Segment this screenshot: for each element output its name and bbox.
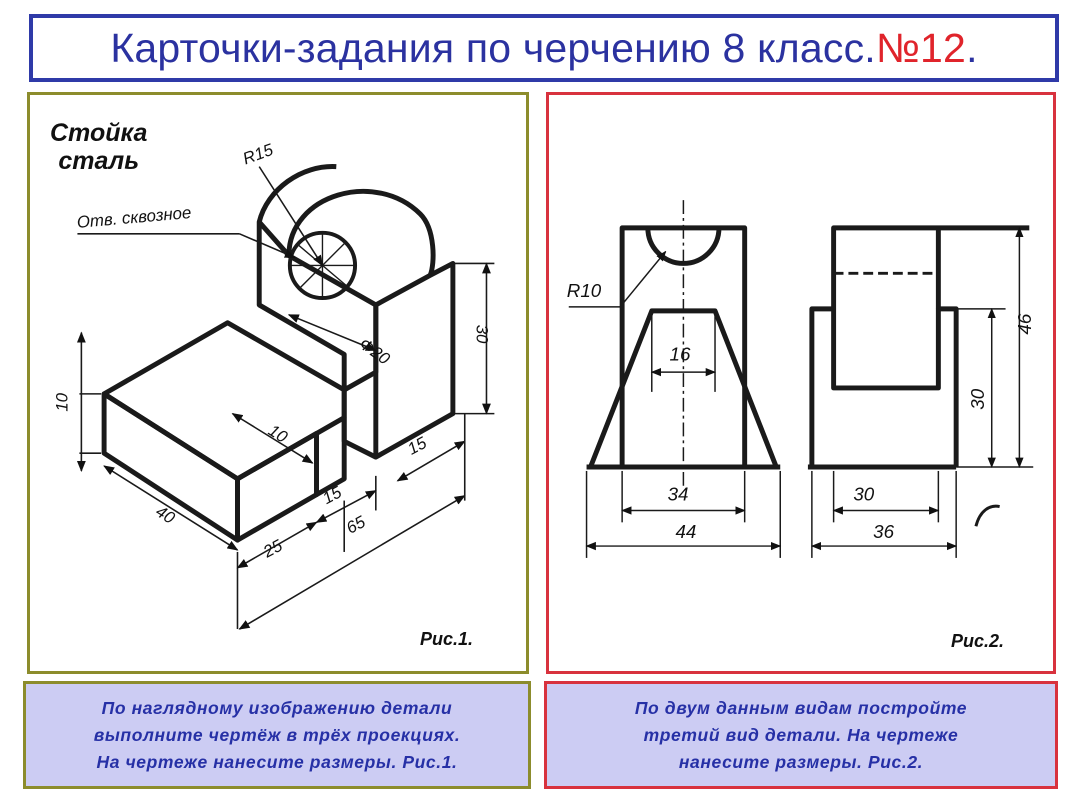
dim-16-label: 16 — [670, 343, 691, 364]
slot-10-label: 10 — [265, 421, 291, 447]
dim-36-label: 36 — [873, 521, 894, 542]
upright-side-face — [373, 260, 456, 460]
part-name-line1: Стойка — [50, 119, 148, 147]
isometric-drawing: R15 Отв. сквозное Φ20 30 10 10 15 15 40 … — [53, 140, 495, 630]
part-name-line2: сталь — [58, 147, 140, 175]
radius-10-label: R10 — [567, 280, 602, 301]
width-15-mid-label: 15 — [319, 482, 345, 508]
hole-note-label: Отв. сквозное — [76, 203, 192, 232]
figure-2-label: Рис.2. — [951, 631, 1005, 651]
side-view — [807, 225, 1030, 470]
dim-30-vertical-label: 30 — [967, 388, 988, 409]
base-right-face — [235, 430, 320, 543]
upright-lower-edge — [341, 389, 377, 460]
radius-label: R15 — [240, 140, 276, 169]
slot-outline — [314, 417, 347, 498]
card-number: №12 — [875, 24, 967, 71]
figure-1-label: Рис.1. — [420, 629, 474, 649]
title-banner: Карточки-задания по черчению 8 класс.№12… — [29, 14, 1059, 82]
figure-2-panel: R10 16 34 44 30 36 46 30 Рис.2. — [546, 92, 1056, 674]
dim-34-label: 34 — [668, 484, 689, 505]
orthographic-drawing: R10 16 34 44 30 36 46 30 — [567, 200, 1035, 558]
length-65-label: 65 — [343, 512, 369, 538]
task-2-line: По двум данным видам постройте — [634, 697, 968, 718]
dim-46-label: 46 — [1014, 313, 1035, 334]
figure-1-panel: R15 Отв. сквозное Φ20 30 10 10 15 15 40 … — [27, 92, 529, 674]
length-25-label: 25 — [259, 536, 286, 562]
part-name: Стойка сталь — [50, 119, 147, 175]
title-period: . — [966, 24, 978, 71]
upright-front-face — [256, 219, 379, 393]
task-1-box: По наглядному изображению детали выполни… — [23, 681, 531, 789]
task-2-line: третий вид детали. На чертеже — [643, 724, 959, 745]
dim-44-label: 44 — [675, 521, 696, 542]
dim-30-bottom-label: 30 — [853, 484, 874, 505]
height-10-label: 10 — [53, 392, 72, 411]
title-main: Карточки-задания по черчению 8 класс. — [110, 24, 876, 71]
task-1-line: По наглядному изображению детали — [101, 697, 453, 718]
base-top-face — [101, 320, 347, 482]
task-2-line: нанесите размеры. Рис.2. — [678, 751, 924, 772]
task-2-box: По двум данным видам постройте третий ви… — [544, 681, 1058, 789]
length-40-label: 40 — [152, 502, 178, 528]
page-title: Карточки-задания по черчению 8 класс.№12… — [110, 25, 977, 72]
height-30-label: 30 — [473, 325, 492, 344]
task-1-line: выполните чертёж в трёх проекциях. — [93, 724, 461, 745]
task-1-line: На чертеже нанесите размеры. Рис.1. — [96, 751, 458, 772]
arch-front — [256, 164, 337, 223]
arch-curve — [286, 188, 436, 277]
